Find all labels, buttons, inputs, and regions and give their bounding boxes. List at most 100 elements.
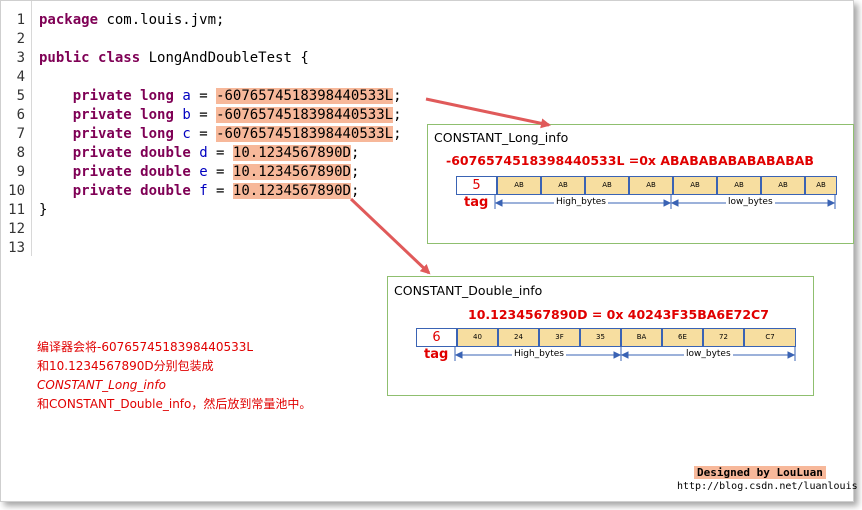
line-number: 13 (8, 240, 25, 256)
designed-by-label: Designed by LouLuan (694, 466, 826, 479)
double-byte-cell: 24 (498, 328, 539, 347)
keyword-public: public (39, 50, 90, 66)
field-name: a (182, 88, 191, 104)
equals-sign: = (190, 107, 217, 123)
long-byte-cell: AB (761, 176, 805, 195)
arrow-to-long-box (425, 97, 551, 129)
long-literal: -6076574518398440533L (216, 126, 394, 142)
diagram-frame: 1 2 3 4 5 6 7 8 9 10 11 12 13 package co… (0, 0, 858, 502)
keyword-private: private (72, 88, 132, 104)
package-name: com.louis.jvm; (98, 12, 225, 28)
double-tag-label: tag (424, 347, 449, 362)
double-tag-cell: 6 (416, 328, 457, 347)
long-low-bytes-label: low_bytes (726, 197, 775, 207)
note-line-1: 编译器会将-6076574518398440533L (37, 340, 254, 354)
code-line-package: package com.louis.jvm; (39, 11, 224, 30)
semicolon: ; (350, 145, 360, 161)
semicolon: ; (393, 126, 402, 142)
field-name: d (199, 145, 208, 161)
line-number: 10 (8, 183, 25, 199)
arrow-to-double-box (349, 197, 431, 275)
field-name: c (182, 126, 191, 142)
keyword-package: package (39, 12, 99, 28)
field-name: f (199, 183, 208, 199)
semicolon: ; (393, 107, 402, 123)
long-byte-cell: AB (717, 176, 761, 195)
double-value-line: 10.1234567890D = 0x 40243F35BA6E72C7 (468, 307, 769, 322)
double-low-bytes-label: low_bytes (684, 349, 733, 359)
double-box-title: CONSTANT_Double_info (394, 283, 543, 298)
keyword-private: private (72, 126, 132, 142)
equals-sign: = (190, 126, 217, 142)
line-number: 2 (16, 31, 25, 47)
keyword-double: double (140, 164, 191, 180)
keyword-class: class (98, 50, 141, 66)
equals-sign: = (190, 88, 217, 104)
semicolon: ; (350, 164, 360, 180)
equals-sign: = (207, 164, 233, 180)
close-brace: } (39, 202, 48, 218)
note-line-2: 和10.1234567890D分别包装成 (37, 359, 214, 373)
double-literal: 10.1234567890D (232, 145, 351, 161)
long-tag-label: tag (464, 195, 489, 210)
line-number: 6 (16, 107, 25, 123)
line-number: 5 (16, 88, 25, 104)
class-name: LongAndDoubleTest { (140, 50, 309, 66)
code-line-field-e: private double e = 10.1234567890D; (39, 163, 359, 182)
blog-url: http://blog.csdn.net/luanlouis (677, 481, 858, 492)
note-line-4: 和CONSTANT_Double_info，然后放到常量池中。 (37, 397, 312, 411)
code-line-class: public class LongAndDoubleTest { (39, 49, 309, 68)
constant-long-info-box: CONSTANT_Long_info -6076574518398440533L… (427, 124, 854, 244)
field-name: e (199, 164, 208, 180)
double-high-bytes-label: High_bytes (512, 349, 566, 359)
long-byte-cell: AB (805, 176, 837, 195)
double-byte-cell: C7 (744, 328, 796, 347)
long-byte-cell: AB (629, 176, 673, 195)
long-value-line: -6076574518398440533L =0x ABABABABABABAB… (446, 153, 814, 168)
keyword-double: double (140, 145, 191, 161)
code-line-field-c: private long c = -6076574518398440533L; (39, 125, 402, 144)
double-literal: 10.1234567890D (232, 183, 351, 199)
code-line-close-brace: } (39, 201, 47, 220)
keyword-private: private (72, 164, 132, 180)
long-byte-cell: AB (673, 176, 717, 195)
line-number: 4 (16, 69, 25, 85)
long-literal: -6076574518398440533L (216, 88, 394, 104)
long-byte-cell: AB (497, 176, 541, 195)
long-byte-cell: AB (541, 176, 585, 195)
line-number: 9 (16, 164, 25, 180)
keyword-private: private (72, 107, 132, 123)
double-byte-cell: 35 (580, 328, 621, 347)
code-line-field-a: private long a = -6076574518398440533L; (39, 87, 402, 106)
line-number: 8 (16, 145, 25, 161)
keyword-private: private (72, 145, 132, 161)
line-number: 7 (16, 126, 25, 142)
code-line-field-f: private double f = 10.1234567890D; (39, 182, 359, 201)
code-line-field-b: private long b = -6076574518398440533L; (39, 106, 402, 125)
keyword-private: private (72, 183, 132, 199)
long-literal: -6076574518398440533L (216, 107, 394, 123)
double-byte-cell: 40 (457, 328, 498, 347)
line-number: 3 (16, 50, 25, 66)
line-number: 1 (16, 12, 25, 28)
field-name: b (182, 107, 191, 123)
double-byte-cell: 72 (703, 328, 744, 347)
line-number-gutter: 1 2 3 4 5 6 7 8 9 10 11 12 13 (1, 1, 32, 256)
long-high-bytes-label: High_bytes (554, 197, 608, 207)
long-box-title: CONSTANT_Long_info (434, 130, 569, 145)
double-byte-cell: BA (621, 328, 662, 347)
constant-double-info-box: CONSTANT_Double_info 10.1234567890D = 0x… (387, 276, 814, 396)
semicolon: ; (393, 88, 402, 104)
keyword-long: long (140, 126, 174, 142)
note-line-3: CONSTANT_Long_info (37, 378, 166, 392)
semicolon: ; (350, 183, 360, 199)
double-byte-cell: 3F (539, 328, 580, 347)
double-byte-cell: 6E (662, 328, 703, 347)
keyword-double: double (140, 183, 191, 199)
keyword-long: long (140, 88, 174, 104)
code-line-field-d: private double d = 10.1234567890D; (39, 144, 359, 163)
long-byte-cell: AB (585, 176, 629, 195)
line-number: 12 (8, 221, 25, 237)
long-tag-cell: 5 (456, 176, 497, 195)
double-literal: 10.1234567890D (232, 164, 351, 180)
